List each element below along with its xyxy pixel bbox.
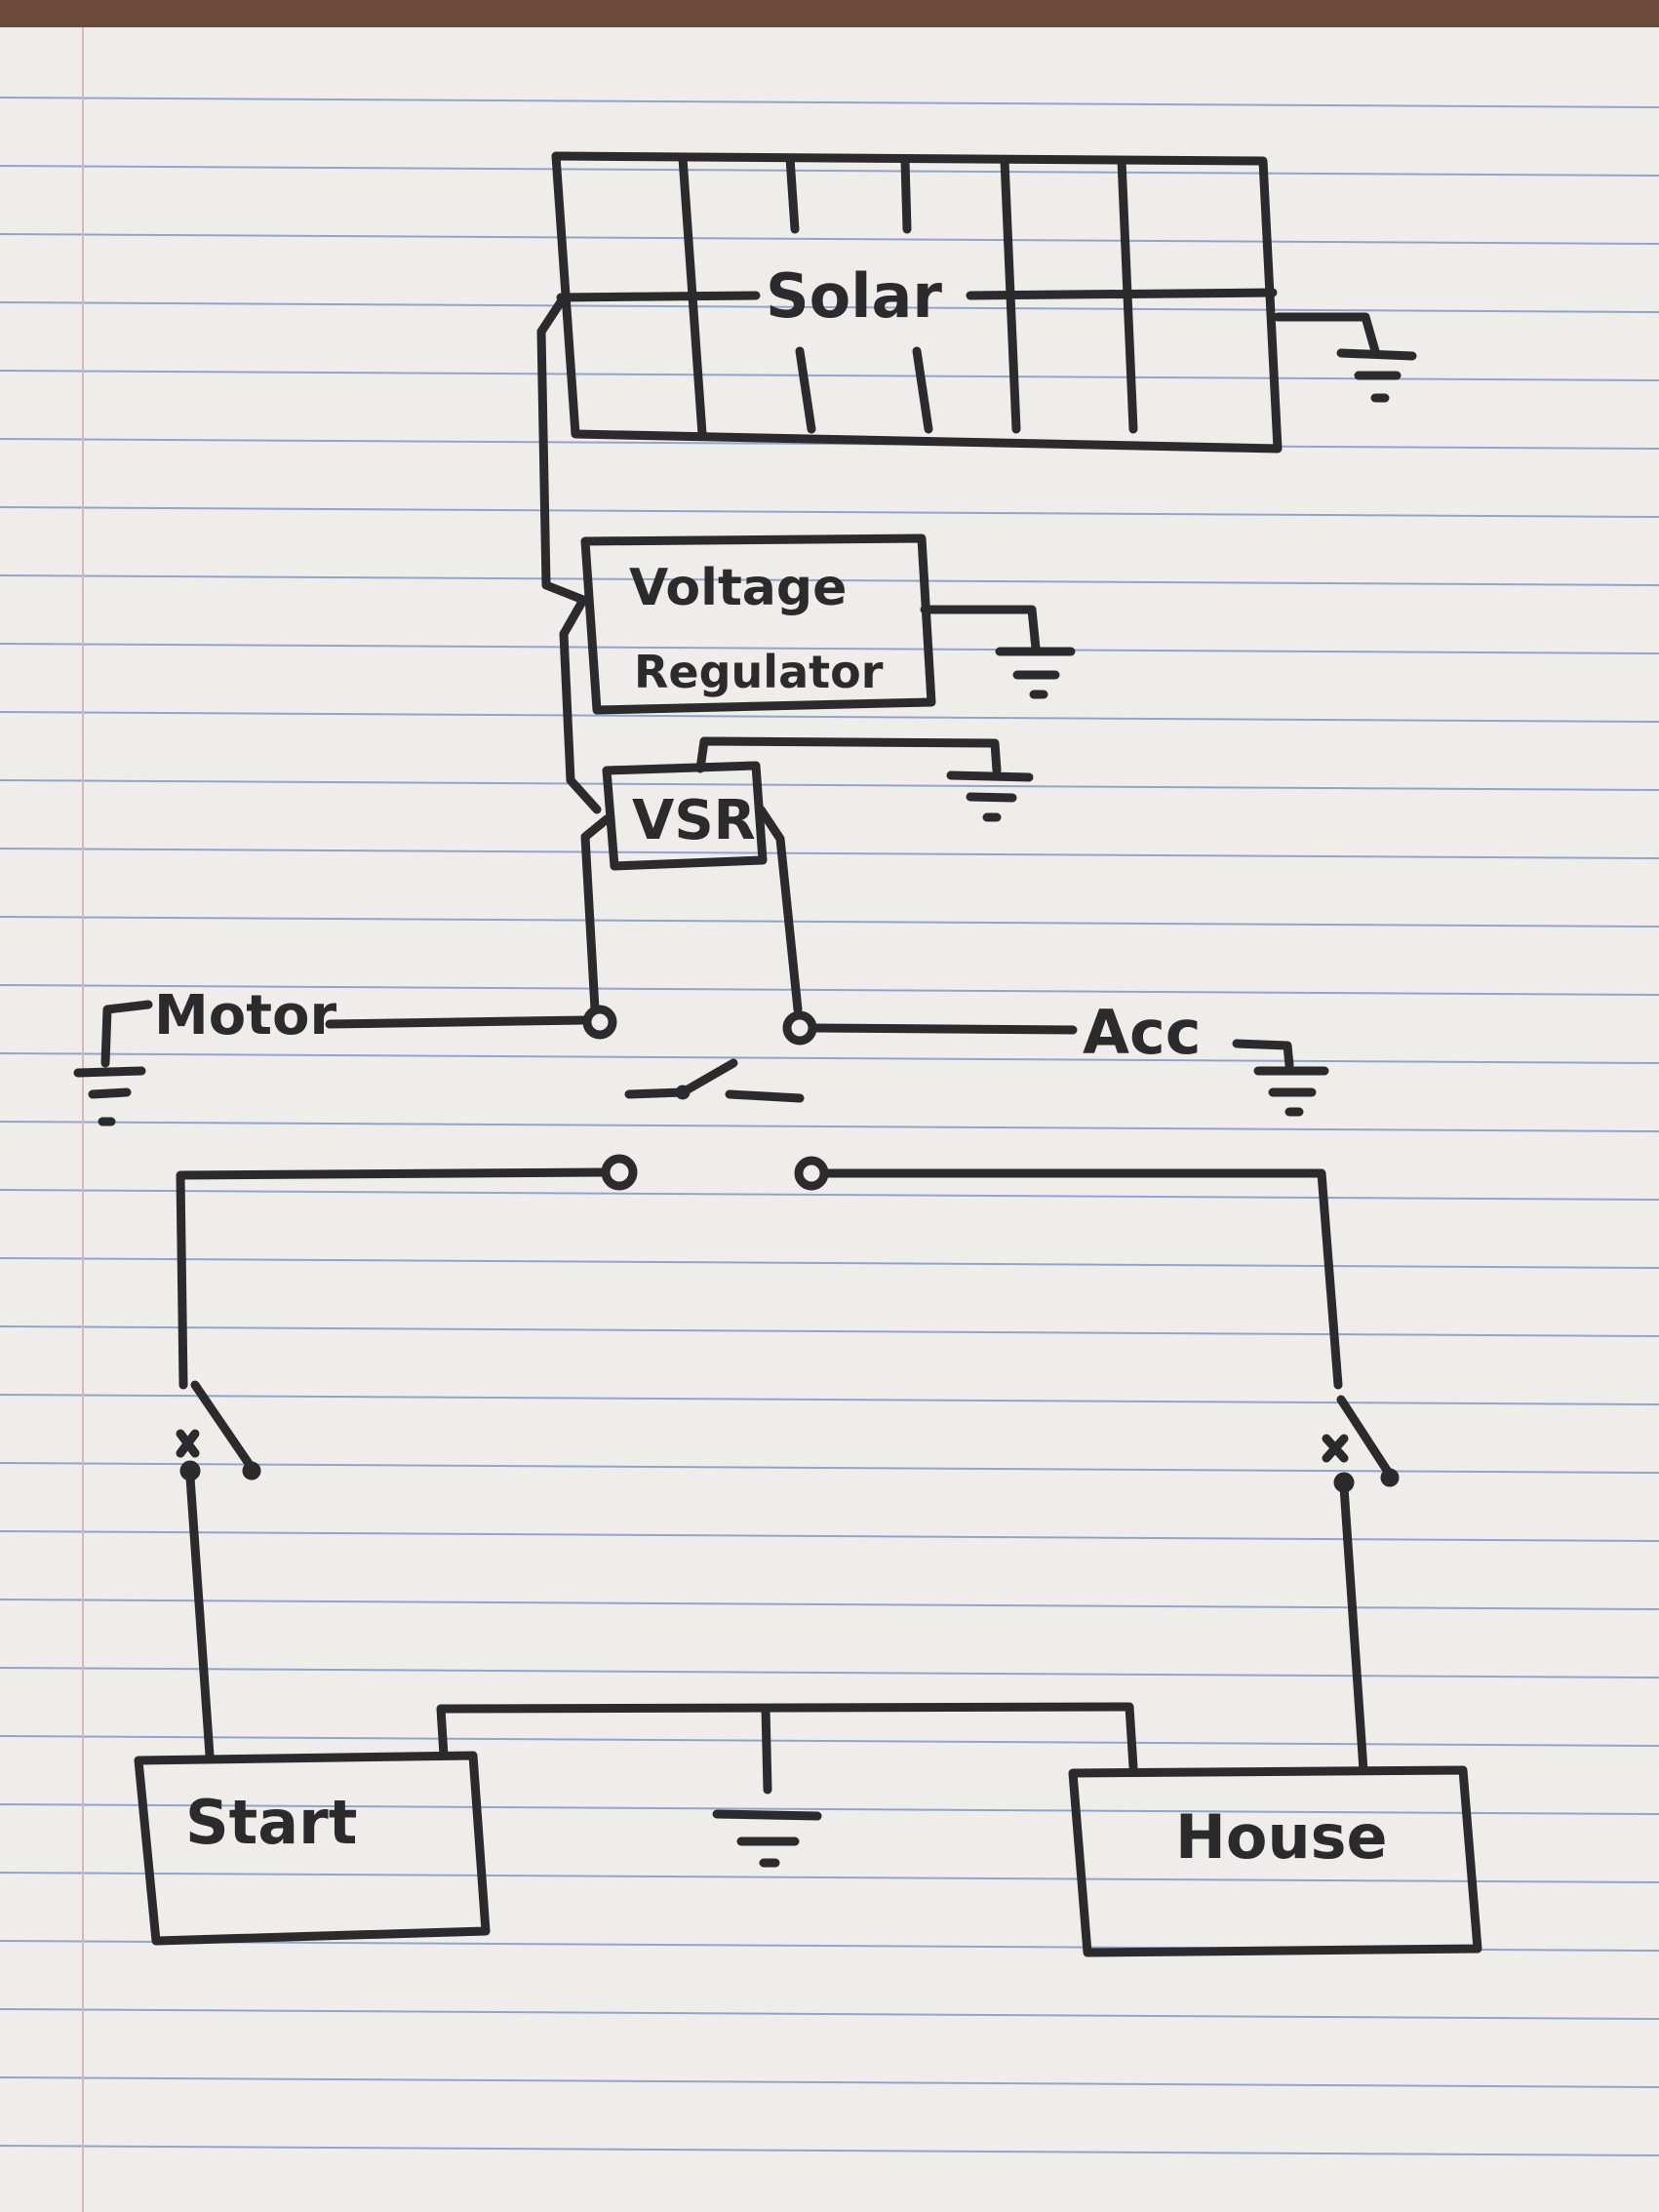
start-fuse-contact (242, 1461, 261, 1481)
ruled-line (0, 984, 1659, 996)
house-fuse-contact (1380, 1468, 1400, 1487)
acc-ground-symbol (1232, 1039, 1329, 1117)
ruled-line (0, 711, 1659, 723)
ruled-line (0, 779, 1659, 791)
acc-wire (809, 1023, 1078, 1035)
start-fuse-mark (176, 1429, 200, 1458)
regulator-ground-symbol (920, 605, 1076, 699)
bus-ground-wire (761, 1704, 772, 1795)
ruled-line (0, 1052, 1659, 1064)
ruled-line (0, 233, 1659, 245)
solar-ground-symbol (1273, 312, 1417, 403)
ruled-line (0, 506, 1659, 518)
ruled-line (0, 2076, 1659, 2088)
battery-ground-bus (436, 1702, 1138, 1772)
start-feed-wire (176, 1167, 610, 1390)
house-battery-wire (1339, 1482, 1368, 1775)
switch-terminal-house (794, 1156, 829, 1191)
ruled-line (0, 2145, 1659, 2156)
regulator-label: Regulator (634, 646, 884, 698)
start-battery-wire (185, 1473, 215, 1760)
ruled-line (0, 2008, 1659, 2020)
start-fuse-switch (190, 1380, 257, 1473)
ruled-line (0, 574, 1659, 586)
motor-wire (325, 1015, 590, 1029)
house-fuse-mark (1322, 1434, 1349, 1463)
ruled-line (0, 1121, 1659, 1132)
ruled-line (0, 1803, 1659, 1815)
ruled-line (0, 1667, 1659, 1679)
ruled-line (0, 643, 1659, 654)
ruled-line (0, 1189, 1659, 1201)
ruled-line (0, 165, 1659, 177)
vsr-ground-symbol (946, 770, 1034, 822)
vsr-ground-wire (695, 736, 1002, 775)
ruled-line (0, 916, 1659, 928)
ruled-line (0, 1325, 1659, 1337)
start-label: Start (185, 1787, 357, 1858)
ruled-line (0, 97, 1659, 108)
vsr-label: VSR (632, 789, 756, 852)
ruled-line (0, 301, 1659, 313)
voltage-regulator-box (580, 533, 936, 715)
ruled-line (0, 1872, 1659, 1883)
motor-label: Motor (154, 984, 336, 1047)
ruled-line (0, 1530, 1659, 1542)
solar-label: Solar (766, 260, 942, 332)
vsr-output-acc (756, 805, 803, 1014)
motor-ground-symbol (73, 1000, 153, 1126)
switch-terminal-start (601, 1154, 638, 1191)
ruled-lines (0, 97, 1659, 2156)
vsr-box (602, 761, 768, 871)
house-battery-box (1068, 1765, 1482, 1957)
house-feed-wire (820, 1168, 1343, 1390)
ruled-line (0, 1599, 1659, 1610)
solar-feed-wire (536, 293, 602, 814)
house-label: House (1175, 1801, 1388, 1873)
ruled-line (0, 370, 1659, 381)
ruled-line (0, 1735, 1659, 1747)
bus-ground-symbol (712, 1809, 822, 1868)
solar-panel (551, 151, 1283, 454)
house-fuse-switch (1336, 1395, 1395, 1480)
ruled-line (0, 1257, 1659, 1269)
table-edge (0, 0, 1659, 27)
vsr-output-motor (580, 814, 612, 1014)
battery-selector-switch (624, 1058, 805, 1103)
ruled-line (0, 1394, 1659, 1405)
ruled-line (0, 848, 1659, 859)
acc-label: Acc (1083, 997, 1202, 1068)
voltage-label: Voltage (629, 559, 847, 617)
ruled-line (0, 438, 1659, 450)
switch-terminal-motor (582, 1005, 617, 1040)
switch-terminal-acc (782, 1010, 817, 1046)
start-battery-box (134, 1751, 491, 1946)
